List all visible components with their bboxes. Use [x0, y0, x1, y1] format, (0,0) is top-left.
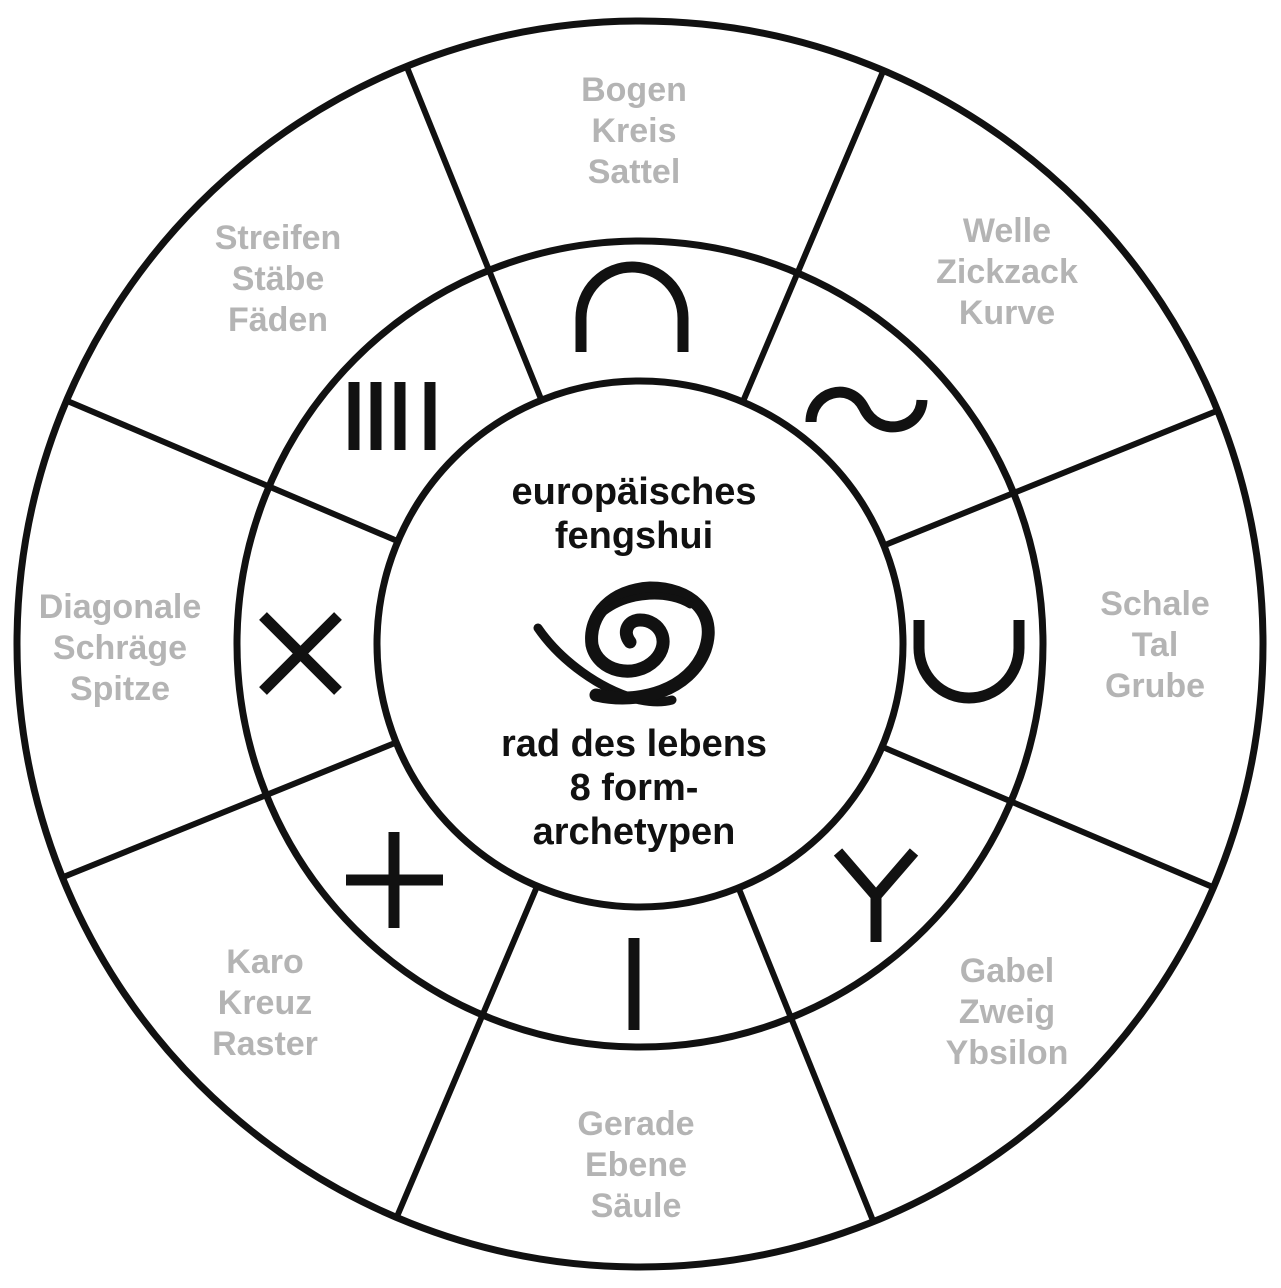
word-arch-2: Kreis: [591, 112, 677, 150]
divider-line-2: [740, 69, 887, 404]
segment-words-bottom: Gerade Ebene Säule: [516, 1104, 756, 1227]
segment-words-right: Schale Tal Grube: [1035, 584, 1275, 707]
divider-line-3: [882, 407, 1219, 549]
spiral-swirl-icon: [533, 581, 715, 707]
word-fork-1: Gabel: [959, 952, 1055, 990]
word-line-1: Gerade: [577, 1105, 695, 1143]
center-title-line-2: fengshui: [554, 515, 714, 557]
word-bowl-1: Schale: [1100, 585, 1210, 623]
wave-symbol: [805, 386, 928, 433]
divider-line-6: [393, 884, 540, 1219]
word-x-3: Spitze: [69, 670, 171, 708]
segment-words-top-right: Welle Zickzack Kurve: [887, 211, 1127, 334]
word-x-2: Schräge: [52, 629, 188, 667]
word-plus-1: Karo: [226, 943, 304, 981]
word-bowl-2: Tal: [1131, 626, 1179, 664]
word-wave-3: Kurve: [958, 294, 1056, 332]
x-cross-symbol: [259, 612, 342, 695]
word-stripes-2: Stäbe: [231, 260, 325, 298]
divider-line-1: [403, 65, 545, 402]
segment-words-top: Bogen Kreis Sattel: [514, 70, 754, 193]
segment-words-top-left: Streifen Stäbe Fäden: [158, 218, 398, 341]
center-subtitle-line-1: rad des lebens: [500, 723, 768, 765]
word-x-1: Diagonale: [38, 588, 202, 626]
middle-ring: [233, 237, 1047, 1051]
divider-line-5: [735, 886, 877, 1223]
word-wave-1: Welle: [962, 212, 1052, 250]
word-arch-3: Sattel: [587, 153, 681, 191]
center-title-line-1: europäisches: [511, 471, 757, 513]
outer-ring: [13, 17, 1267, 1271]
stripes-symbol: [348, 382, 436, 450]
bowl-symbol: [913, 620, 1025, 704]
arch-symbol: [575, 261, 689, 352]
word-line-2: Ebene: [584, 1146, 688, 1184]
word-bowl-3: Grube: [1104, 667, 1206, 705]
divider-line-4: [880, 744, 1215, 891]
word-plus-3: Raster: [212, 1025, 318, 1063]
segment-words-bottom-right: Gabel Zweig Ybsilon: [887, 951, 1127, 1074]
center-subtitle: rad des lebens 8 form- archetypen: [424, 722, 844, 854]
center-subtitle-line-3: archetypen: [532, 811, 736, 853]
word-line-3: Säule: [590, 1187, 682, 1225]
word-fork-3: Ybsilon: [945, 1034, 1069, 1072]
center-subtitle-line-2: 8 form-: [569, 767, 699, 809]
word-plus-2: Kreuz: [217, 984, 313, 1022]
divider-line-8: [65, 397, 400, 544]
word-wave-2: Zickzack: [936, 253, 1078, 291]
segment-words-left: Diagonale Schräge Spitze: [0, 587, 240, 710]
word-arch-1: Bogen: [581, 71, 687, 109]
center-title: europäisches fengshui: [424, 470, 844, 558]
segment-words-bottom-left: Karo Kreuz Raster: [145, 942, 385, 1065]
word-stripes-1: Streifen: [214, 219, 342, 257]
inner-ring: [373, 377, 907, 911]
segment-dividers: [61, 65, 1219, 1223]
divider-line-7: [61, 739, 398, 881]
plus-cross-symbol: [346, 832, 443, 928]
word-stripes-3: Fäden: [227, 301, 329, 339]
y-fork-symbol: [833, 848, 919, 942]
word-fork-2: Zweig: [958, 993, 1056, 1031]
